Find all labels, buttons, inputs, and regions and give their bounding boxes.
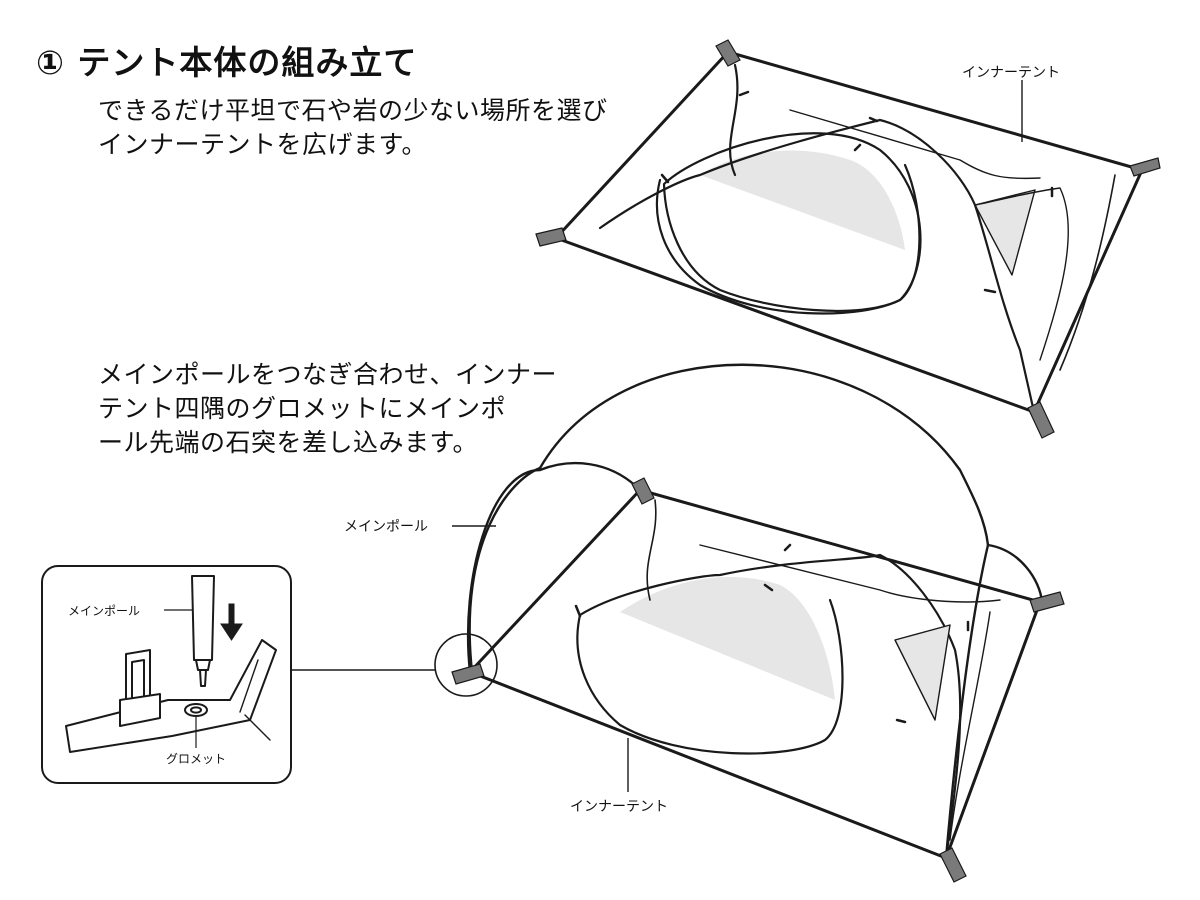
main-poles — [466, 363, 1044, 860]
poled-tent-corner-tabs — [451, 477, 1065, 883]
flat-inner-tent — [554, 50, 1144, 414]
insert-arrow-icon — [220, 603, 243, 641]
intro-line: できるだけ平坦で石や岩の少ない場所を選び — [98, 96, 608, 125]
label-detail-grommet: グロメット — [166, 752, 227, 766]
pole-instruction-line: テント四隅のグロメットにメインポ — [98, 394, 507, 423]
flat-tent-corner-tabs — [535, 39, 1161, 439]
detail-magnifier-circle — [434, 633, 498, 697]
poled-inner-tent — [468, 488, 1042, 860]
label-main-pole: メインポール — [344, 519, 428, 535]
label-detail-main-pole: メインポール — [68, 604, 141, 618]
pole-instruction-line: ール先端の石突を差し込みます。 — [98, 428, 479, 457]
intro-text: できるだけ平坦で石や岩の少ない場所を選び インナーテントを広げます。 — [98, 94, 608, 162]
intro-line: インナーテントを広げます。 — [98, 130, 428, 159]
step-title: ① テント本体の組み立て — [36, 43, 418, 82]
detail-inset-drawing — [65, 575, 277, 753]
label-inner-tent-top: インナーテント — [962, 65, 1060, 81]
pole-instruction-line: メインポールをつなぎ合わせ、インナー — [98, 360, 558, 389]
label-inner-tent-bottom: インナーテント — [570, 799, 668, 815]
pole-instruction-text: メインポールをつなぎ合わせ、インナー テント四隅のグロメットにメインポ ール先端… — [98, 358, 557, 460]
